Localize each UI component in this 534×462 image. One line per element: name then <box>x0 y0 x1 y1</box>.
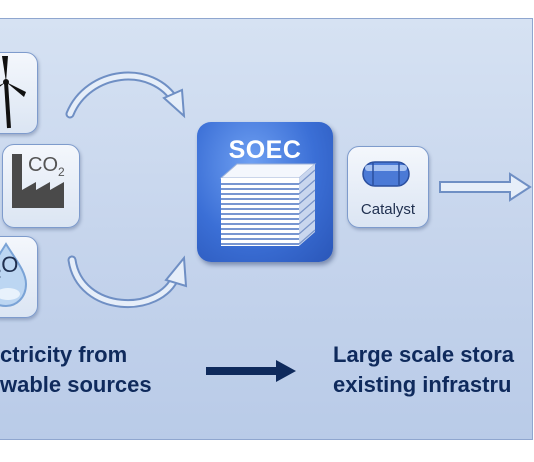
dark-arrow <box>206 360 296 382</box>
wind-turbine-icon <box>0 56 26 129</box>
left-caption-line1: ctricity from <box>0 342 128 367</box>
factory-icon <box>12 154 64 208</box>
co2-text: CO <box>28 154 58 176</box>
left-caption-line2: wable sources <box>0 372 152 397</box>
right-caption-line2: existing infrastru <box>333 372 512 397</box>
co2-subscript: 2 <box>58 165 65 179</box>
cell-stack-icon <box>219 163 317 246</box>
curved-arrow-top <box>65 71 186 119</box>
output-arrow <box>439 172 532 202</box>
co2-label: CO2 <box>28 154 65 179</box>
catalyst-tile: Catalyst <box>347 146 429 228</box>
h2o-label: 2O <box>0 252 18 280</box>
catalyst-cylinder-icon <box>362 161 410 187</box>
water-drop-icon <box>0 242 28 308</box>
h2o-text: O <box>1 252 19 277</box>
catalyst-label: Catalyst <box>360 201 416 218</box>
curved-arrow-bottom <box>67 255 188 308</box>
h2o-subscript: 2 <box>0 265 1 280</box>
left-caption: ctricity from wable sources <box>0 340 152 400</box>
right-caption: Large scale stora existing infrastru <box>333 340 532 400</box>
soec-title: SOEC <box>228 136 302 164</box>
right-caption-line1: Large scale stora <box>333 342 514 367</box>
